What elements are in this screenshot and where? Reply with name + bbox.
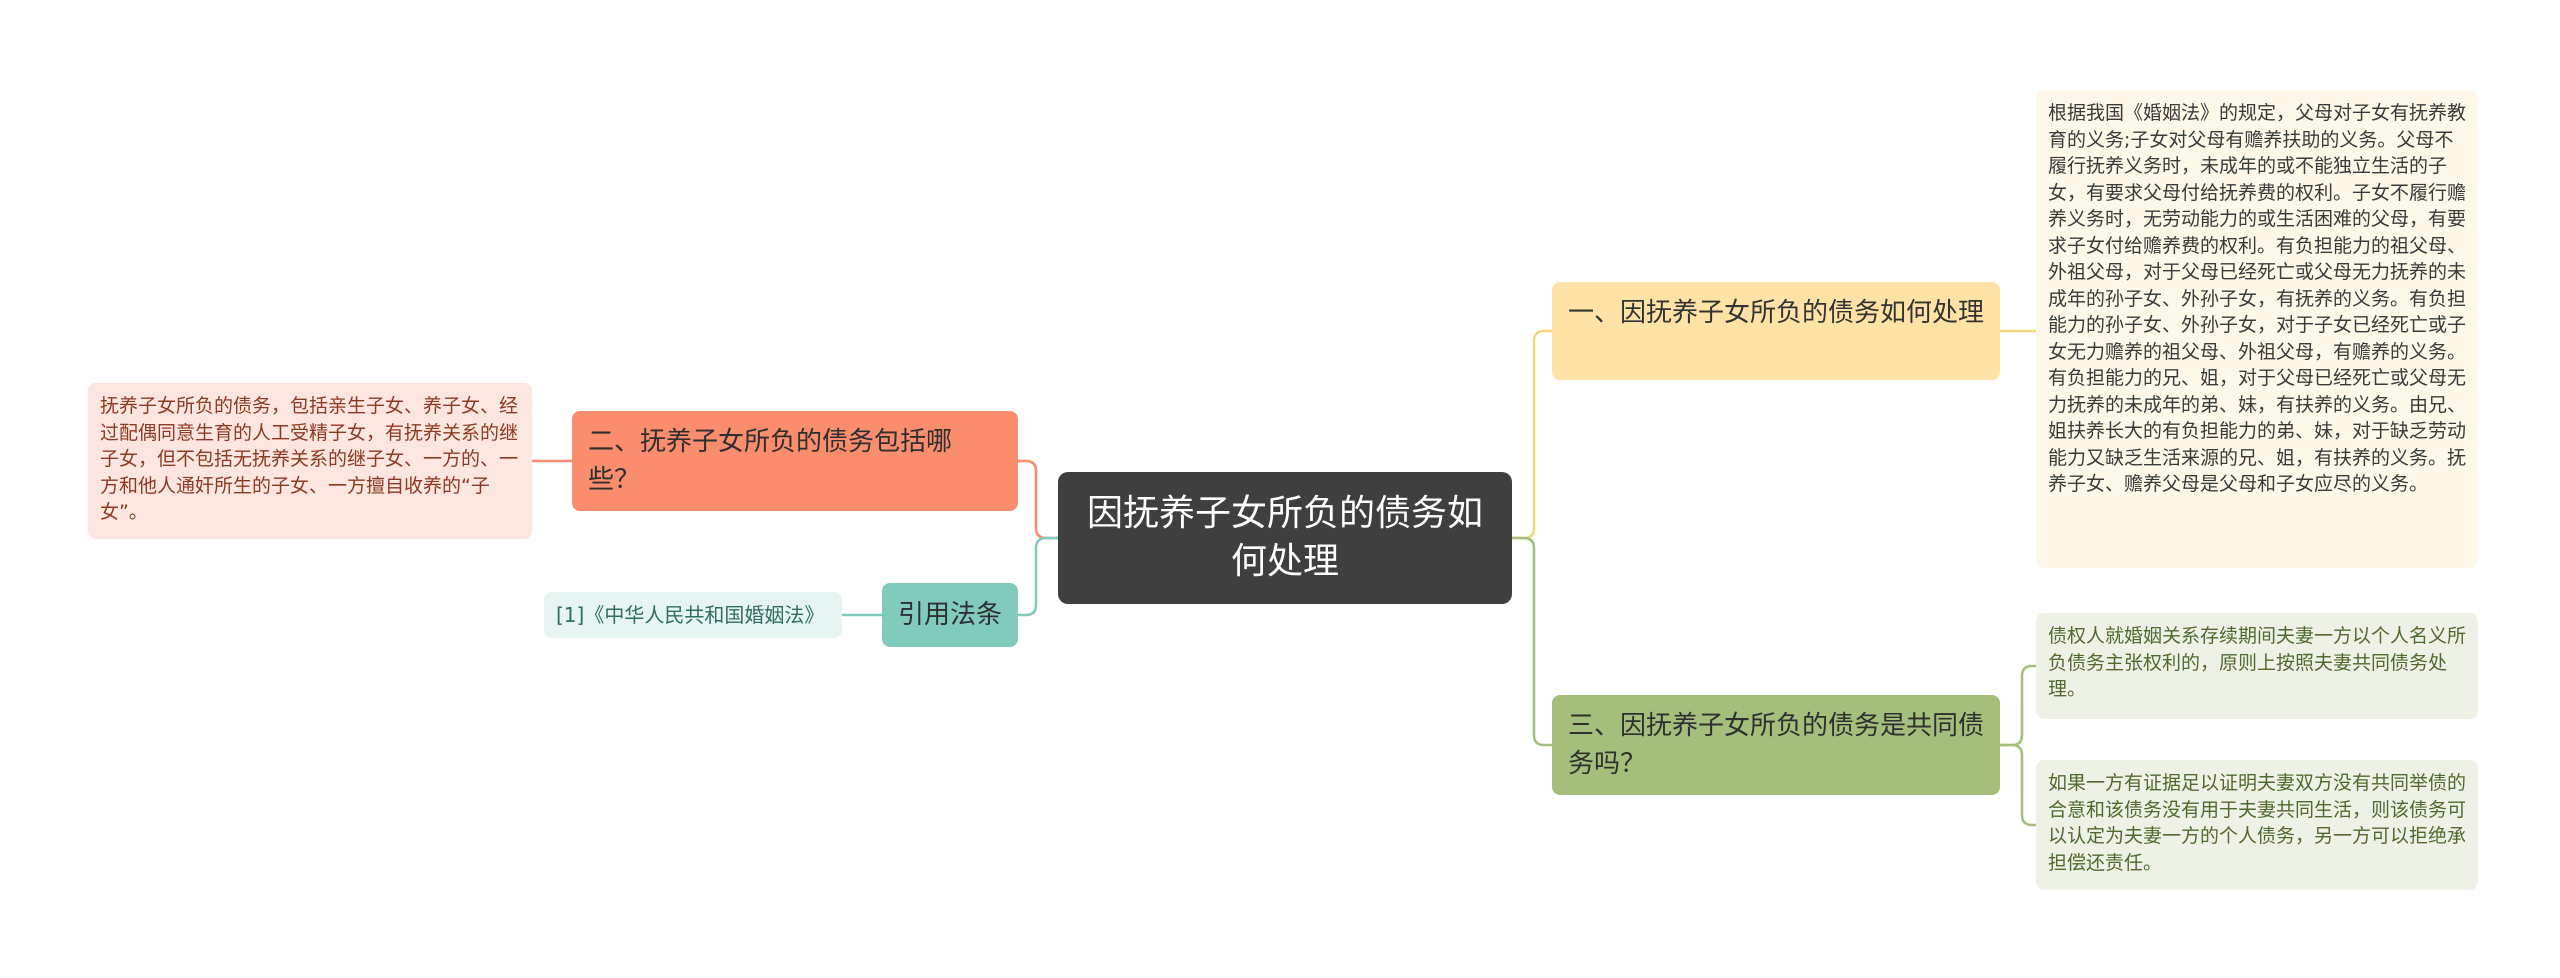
branch-node-joint-debt[interactable]: 三、因抚养子女所负的债务是共同债务吗？: [1552, 695, 2000, 795]
root-title: 因抚养子女所负的债务如何处理: [1086, 493, 1483, 582]
leaf-node-joint-debt-principle[interactable]: 债权人就婚姻关系存续期间夫妻一方以个人名义所负债务主张权利的，原则上按照夫妻共同…: [2036, 613, 2478, 719]
leaf-text: 如果一方有证据足以证明夫妻双方没有共同举债的合意和该债务没有用于夫妻共同生活，则…: [2048, 772, 2467, 874]
leaf-text: 抚养子女所负的债务，包括亲生子女、养子女、经过配偶同意生育的人工受精子女，有抚养…: [100, 395, 519, 523]
branch-label: 一、因抚养子女所负的债务如何处理: [1568, 298, 1985, 328]
branch-label: 二、抚养子女所负的债务包括哪些？: [588, 427, 953, 495]
edge-branch3-leaf1: [2000, 664, 2036, 747]
leaf-text: 债权人就婚姻关系存续期间夫妻一方以个人名义所负债务主张权利的，原则上按照夫妻共同…: [2048, 625, 2467, 700]
edge-branch3-leaf2: [2000, 743, 2036, 827]
edge-root-branch3: [1512, 536, 1552, 747]
leaf-node-legal-obligations[interactable]: 根据我国《婚姻法》的规定，父母对子女有抚养教育的义务;子女对父母有赡养扶助的义务…: [2036, 90, 2478, 568]
branch-node-debt-handling[interactable]: 一、因抚养子女所负的债务如何处理: [1552, 282, 2000, 380]
root-node[interactable]: 因抚养子女所负的债务如何处理: [1058, 472, 1512, 604]
leaf-node-debt-scope-detail[interactable]: 抚养子女所负的债务，包括亲生子女、养子女、经过配偶同意生育的人工受精子女，有抚养…: [88, 383, 532, 539]
branch-node-debt-scope[interactable]: 二、抚养子女所负的债务包括哪些？: [572, 411, 1018, 511]
edge-root-branch4: [1018, 536, 1058, 617]
branch-node-cited-law[interactable]: 引用法条: [882, 583, 1018, 647]
edge-root-branch2: [1018, 459, 1058, 540]
branch-label: 引用法条: [897, 600, 1002, 630]
branch-label: 三、因抚养子女所负的债务是共同债务吗？: [1568, 711, 1985, 779]
leaf-text: 根据我国《婚姻法》的规定，父母对子女有抚养教育的义务;子女对父母有赡养扶助的义务…: [2048, 102, 2467, 495]
leaf-text: [1]《中华人民共和国婚姻法》: [556, 603, 825, 627]
edge-root-branch1: [1512, 329, 1552, 540]
leaf-node-law-reference[interactable]: [1]《中华人民共和国婚姻法》: [544, 592, 842, 638]
leaf-node-joint-debt-exception[interactable]: 如果一方有证据足以证明夫妻双方没有共同举债的合意和该债务没有用于夫妻共同生活，则…: [2036, 760, 2478, 890]
